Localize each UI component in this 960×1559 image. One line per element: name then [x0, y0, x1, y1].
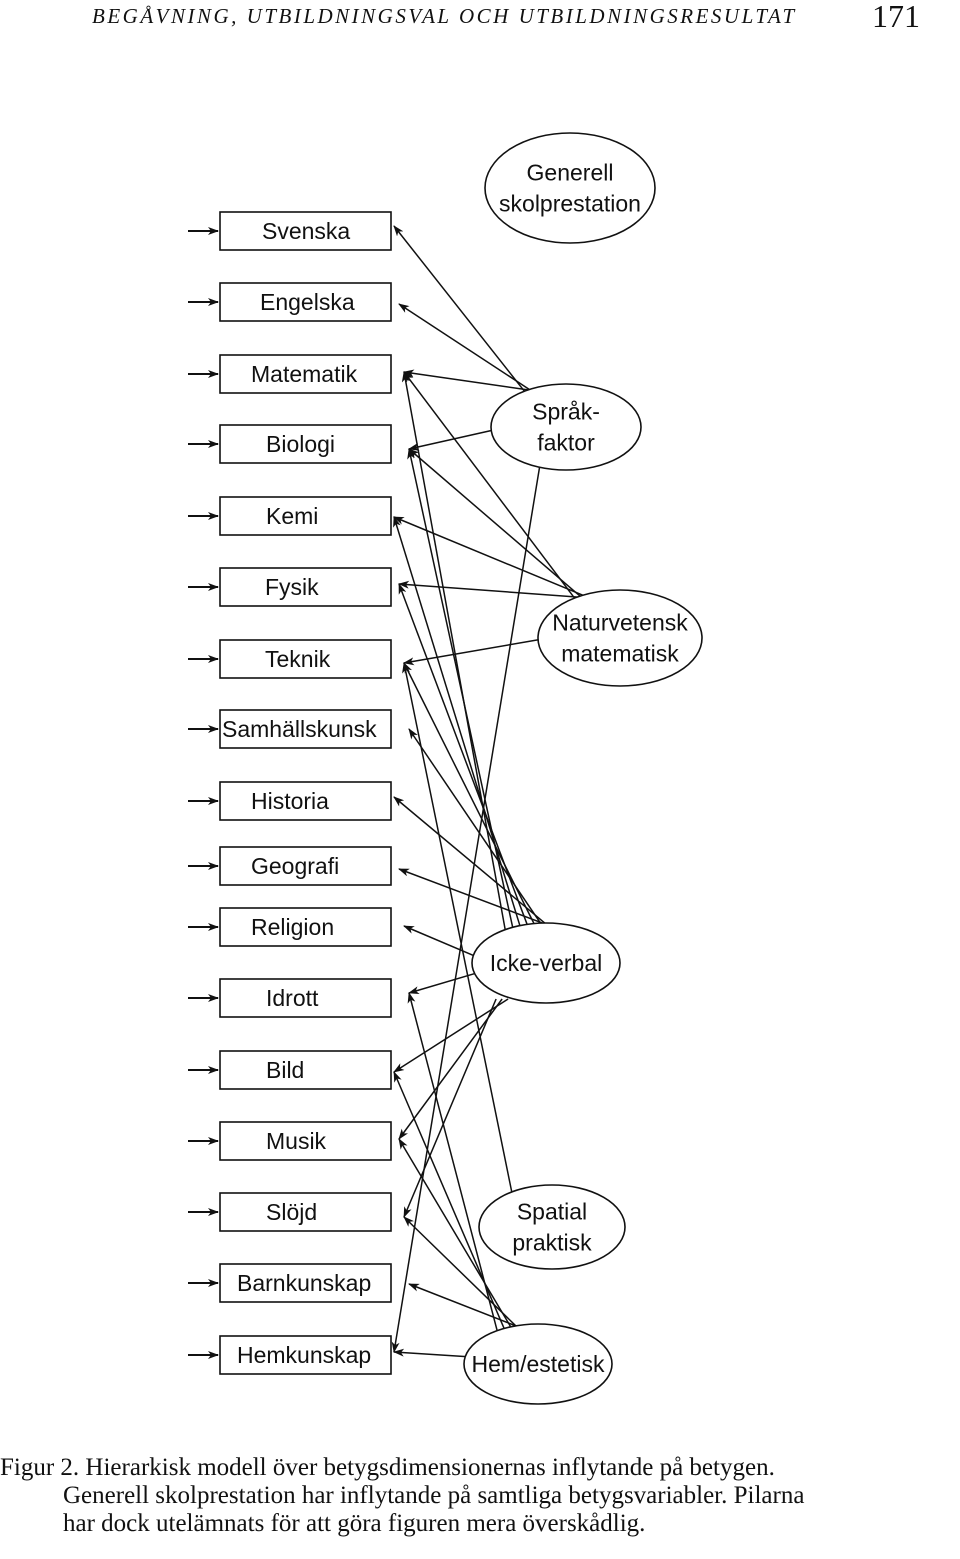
loading-arrow-icke-verbal-biologi	[407, 448, 515, 931]
subject-label: Geografi	[251, 853, 339, 879]
loading-arrow-naturvetensk-matematik	[403, 371, 576, 600]
figure-caption: Figur 2. Hierarkisk modell över betygsdi…	[0, 1454, 960, 1538]
subject-box-musik: Musik	[219, 1121, 392, 1161]
subject-box-engelska: Engelska	[219, 282, 392, 322]
caption-line-1: Figur 2. Hierarkisk modell över betygsdi…	[0, 1454, 775, 1481]
factor-label: Spatial	[517, 1199, 587, 1225]
loading-arrow-hem-estetisk-musik	[398, 1138, 514, 1332]
subject-label: Musik	[266, 1128, 327, 1154]
loading-arrow-icke-verbal-geografi	[398, 868, 562, 931]
loading-arrow-icke-verbal-bild	[393, 998, 509, 1073]
loading-arrow-icke-verbal-musik	[398, 998, 503, 1140]
factor-label: matematisk	[561, 641, 679, 667]
subject-box-geografi: Geografi	[219, 846, 392, 886]
loading-arrow-icke-verbal-fysik	[398, 583, 531, 931]
subject-label: Svenska	[262, 218, 350, 244]
loading-arrow-hem-estetisk-hemkunskap	[393, 1348, 469, 1358]
factor-label: Språk-	[532, 399, 600, 425]
running-head: BEGÅVNING, UTBILDNINGSVAL OCH UTBILDNING…	[92, 4, 797, 28]
subject-box-bild: Bild	[219, 1050, 392, 1090]
loading-arrow-naturvetensk-fysik	[398, 580, 599, 600]
subject-label: Historia	[251, 788, 329, 814]
subject-label: Biologi	[266, 431, 335, 457]
factor-ellipse-hem-estetisk: Hem/estetisk	[463, 1323, 613, 1405]
loading-arrow-spatial-teknik	[402, 662, 513, 1193]
loading-arrow-icke-verbal-religion	[403, 925, 477, 958]
factor-label: faktor	[537, 430, 595, 456]
subject-box-kemi: Kemi	[219, 496, 392, 536]
factor-model-diagram: SvenskaEngelskaMatematikBiologiKemiFysik…	[188, 132, 703, 1405]
factor-ellipse-icke-verbal: Icke-verbal	[471, 922, 621, 1004]
loading-arrow-sprak-engelska	[398, 303, 534, 393]
factor-ellipse-generell: Generell skolprestation	[484, 132, 656, 244]
page-number: 171	[872, 0, 920, 34]
subject-box-slojd: Slöjd	[219, 1192, 392, 1232]
factor-label: Naturvetensk	[552, 610, 688, 636]
subject-box-matematik: Matematik	[219, 354, 392, 394]
loading-arrow-sprak-hemkunskap	[391, 465, 541, 1353]
subject-box-svenska: Svenska	[219, 211, 392, 251]
subject-box-historia: Historia	[219, 781, 392, 821]
loading-arrow-icke-verbal-kemi	[393, 516, 523, 931]
loading-arrow-sprak-matematik	[403, 369, 541, 393]
factor-label: Icke-verbal	[490, 950, 602, 976]
factor-label: Hem/estetisk	[472, 1351, 605, 1377]
factor-label: Generell	[527, 160, 614, 186]
factor-ellipse-naturvetensk: Naturvetensk matematisk	[537, 589, 703, 687]
subject-box-idrott: Idrott	[219, 978, 392, 1018]
loading-arrow-hem-estetisk-slojd	[403, 1216, 522, 1332]
factor-label: skolprestation	[499, 191, 641, 217]
loading-arrow-icke-verbal-samhallskunsk	[408, 728, 546, 931]
loading-arrow-icke-verbal-matematik	[401, 371, 507, 931]
subject-box-religion: Religion	[219, 907, 392, 947]
factor-ellipse-spatial: Spatial praktisk	[478, 1184, 626, 1270]
factor-ellipse-sprak: Språk-faktor	[490, 383, 642, 471]
subject-box-teknik: Teknik	[219, 639, 392, 679]
loading-arrow-icke-verbal-historia	[393, 796, 554, 931]
loading-arrow-icke-verbal-idrott	[408, 972, 478, 994]
subject-label: Idrott	[266, 985, 319, 1011]
subject-label: Kemi	[266, 503, 318, 529]
subject-label: Religion	[251, 914, 334, 940]
loading-arrow-sprak-biologi	[408, 429, 495, 451]
subject-box-barnkunskap: Barnkunskap	[219, 1263, 392, 1303]
subject-label: Teknik	[265, 646, 331, 672]
caption-line-2: Generell skolprestation har inflytande p…	[63, 1482, 805, 1509]
loading-arrow-hem-estetisk-barnkunskap	[408, 1283, 530, 1332]
loading-arrow-hem-estetisk-idrott	[407, 992, 499, 1332]
subject-label: Bild	[266, 1057, 304, 1083]
subject-box-samhallskunsk: Samhällskunsk	[219, 709, 392, 749]
subject-label: Barnkunskap	[237, 1270, 371, 1296]
subject-box-biologi: Biologi	[219, 424, 392, 464]
loading-arrow-icke-verbal-slojd	[403, 998, 497, 1218]
subject-label: Samhällskunsk	[222, 716, 377, 742]
factor-label: praktisk	[512, 1230, 592, 1256]
loading-arrow-naturvetensk-biologi	[408, 448, 584, 600]
subject-box-fysik: Fysik	[219, 567, 392, 607]
subject-label: Hemkunskap	[237, 1342, 371, 1368]
subject-label: Engelska	[260, 289, 355, 315]
subject-label: Fysik	[265, 574, 319, 600]
loading-arrow-sprak-svenska	[393, 225, 526, 393]
subject-label: Slöjd	[266, 1199, 317, 1225]
subject-label: Matematik	[251, 361, 358, 387]
subject-box-hemkunskap: Hemkunskap	[219, 1335, 392, 1375]
caption-line-3: har dock utelämnats för att göra figuren…	[63, 1510, 646, 1537]
